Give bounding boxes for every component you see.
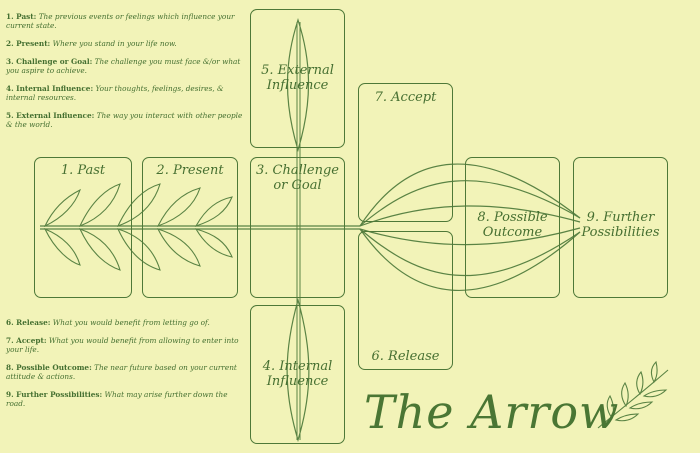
legend-bottom: 6. Release: What you would benefit from … <box>6 318 246 417</box>
card-further-line2: Possibilities <box>581 225 660 240</box>
legend-term: 5. External Influence: <box>6 111 95 120</box>
card-past-line1: 1. Past <box>60 163 106 178</box>
card-outcome-line2: Outcome <box>482 225 543 240</box>
card-release-label: 6. Release <box>358 349 453 364</box>
card-challenge <box>250 157 345 298</box>
card-present-line1: 2. Present <box>156 163 224 178</box>
card-challenge-line2: or Goal <box>273 178 322 193</box>
card-accept-label: 7. Accept <box>358 90 453 105</box>
legend-desc: What may arise further down the road. <box>6 390 228 408</box>
card-external-line1: 5. External <box>261 63 334 78</box>
legend-desc: The way you interact with other people &… <box>6 111 243 129</box>
legend-desc: The near future based on your current at… <box>6 363 237 381</box>
card-challenge-label: 3. Challenge or Goal <box>250 163 345 193</box>
card-past <box>34 157 132 298</box>
legend-desc: What you would benefit from allowing to … <box>6 336 239 354</box>
card-external-line2: Influence <box>266 78 329 93</box>
card-outcome <box>465 157 560 298</box>
legend-term: 8. Possible Outcome: <box>6 363 92 372</box>
card-challenge-line1: 3. Challenge <box>255 163 339 178</box>
legend-term: 9. Further Possibilities: <box>6 390 103 399</box>
legend-item: 4. Internal Influence: Your thoughts, fe… <box>6 84 246 102</box>
legend-desc: Where you stand in your life now. <box>52 39 177 48</box>
card-internal-line1: 4. Internal <box>262 359 333 374</box>
card-external <box>250 9 345 148</box>
legend-term: 6. Release: <box>6 318 51 327</box>
legend-item: 6. Release: What you would benefit from … <box>6 318 246 327</box>
card-accept <box>358 83 453 222</box>
legend-desc: The previous events or feelings which in… <box>6 12 235 30</box>
legend-term: 4. Internal Influence: <box>6 84 94 93</box>
spread-title: The Arrow <box>364 385 620 439</box>
legend-item: 8. Possible Outcome: The near future bas… <box>6 363 246 381</box>
card-release <box>358 231 453 370</box>
card-internal <box>250 305 345 444</box>
card-outcome-line1: 8. Possible <box>477 210 548 225</box>
legend-item: 7. Accept: What you would benefit from a… <box>6 336 246 354</box>
legend-top: 1. Past: The previous events or feelings… <box>6 12 246 138</box>
card-further <box>573 157 668 298</box>
legend-term: 1. Past: <box>6 12 37 21</box>
card-past-label: 1. Past <box>34 163 132 178</box>
legend-desc: Your thoughts, feelings, desires, & inte… <box>6 84 224 102</box>
legend-desc: What you would benefit from letting go o… <box>52 318 210 327</box>
legend-term: 7. Accept: <box>6 336 47 345</box>
legend-item: 1. Past: The previous events or feelings… <box>6 12 246 30</box>
card-internal-label: 4. Internal Influence <box>250 359 345 389</box>
card-internal-line2: Influence <box>266 374 329 389</box>
card-external-label: 5. External Influence <box>250 63 345 93</box>
legend-desc: The challenge you must face &/or what yo… <box>6 57 241 75</box>
legend-item: 2. Present: Where you stand in your life… <box>6 39 246 48</box>
card-accept-line1: 7. Accept <box>374 90 437 105</box>
card-further-label: 9. Further Possibilities <box>573 210 668 240</box>
legend-item: 9. Further Possibilities: What may arise… <box>6 390 246 408</box>
legend-term: 3. Challenge or Goal: <box>6 57 93 66</box>
card-outcome-label: 8. Possible Outcome <box>465 210 560 240</box>
legend-term: 2. Present: <box>6 39 51 48</box>
card-present-label: 2. Present <box>142 163 238 178</box>
legend-item: 3. Challenge or Goal: The challenge you … <box>6 57 246 75</box>
card-release-line1: 6. Release <box>371 349 440 364</box>
legend-item: 5. External Influence: The way you inter… <box>6 111 246 129</box>
card-further-line1: 9. Further <box>586 210 655 225</box>
card-present <box>142 157 238 298</box>
